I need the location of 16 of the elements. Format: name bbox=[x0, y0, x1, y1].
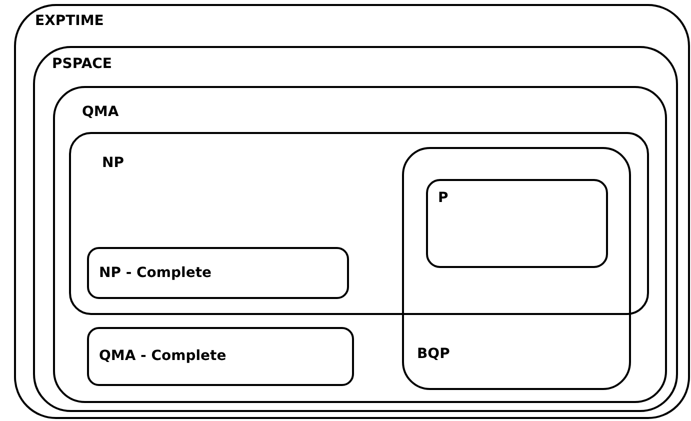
set-boundary bbox=[426, 179, 608, 268]
set-boundary bbox=[69, 132, 649, 315]
set-label: EXPTIME bbox=[35, 13, 104, 30]
set-label: P bbox=[438, 190, 448, 207]
set-label: PSPACE bbox=[52, 56, 112, 73]
set-label: NP - Complete bbox=[99, 265, 212, 282]
set-label: QMA - Complete bbox=[99, 348, 226, 365]
set-boundary bbox=[33, 46, 678, 412]
set-boundary bbox=[402, 147, 631, 390]
set-label: NP bbox=[102, 155, 124, 172]
set-boundary bbox=[14, 4, 690, 419]
set-boundary bbox=[87, 247, 349, 299]
set-label: BQP bbox=[417, 346, 450, 363]
set-boundary bbox=[87, 327, 354, 386]
set-label: QMA bbox=[82, 104, 119, 121]
set-boundary bbox=[53, 86, 667, 403]
